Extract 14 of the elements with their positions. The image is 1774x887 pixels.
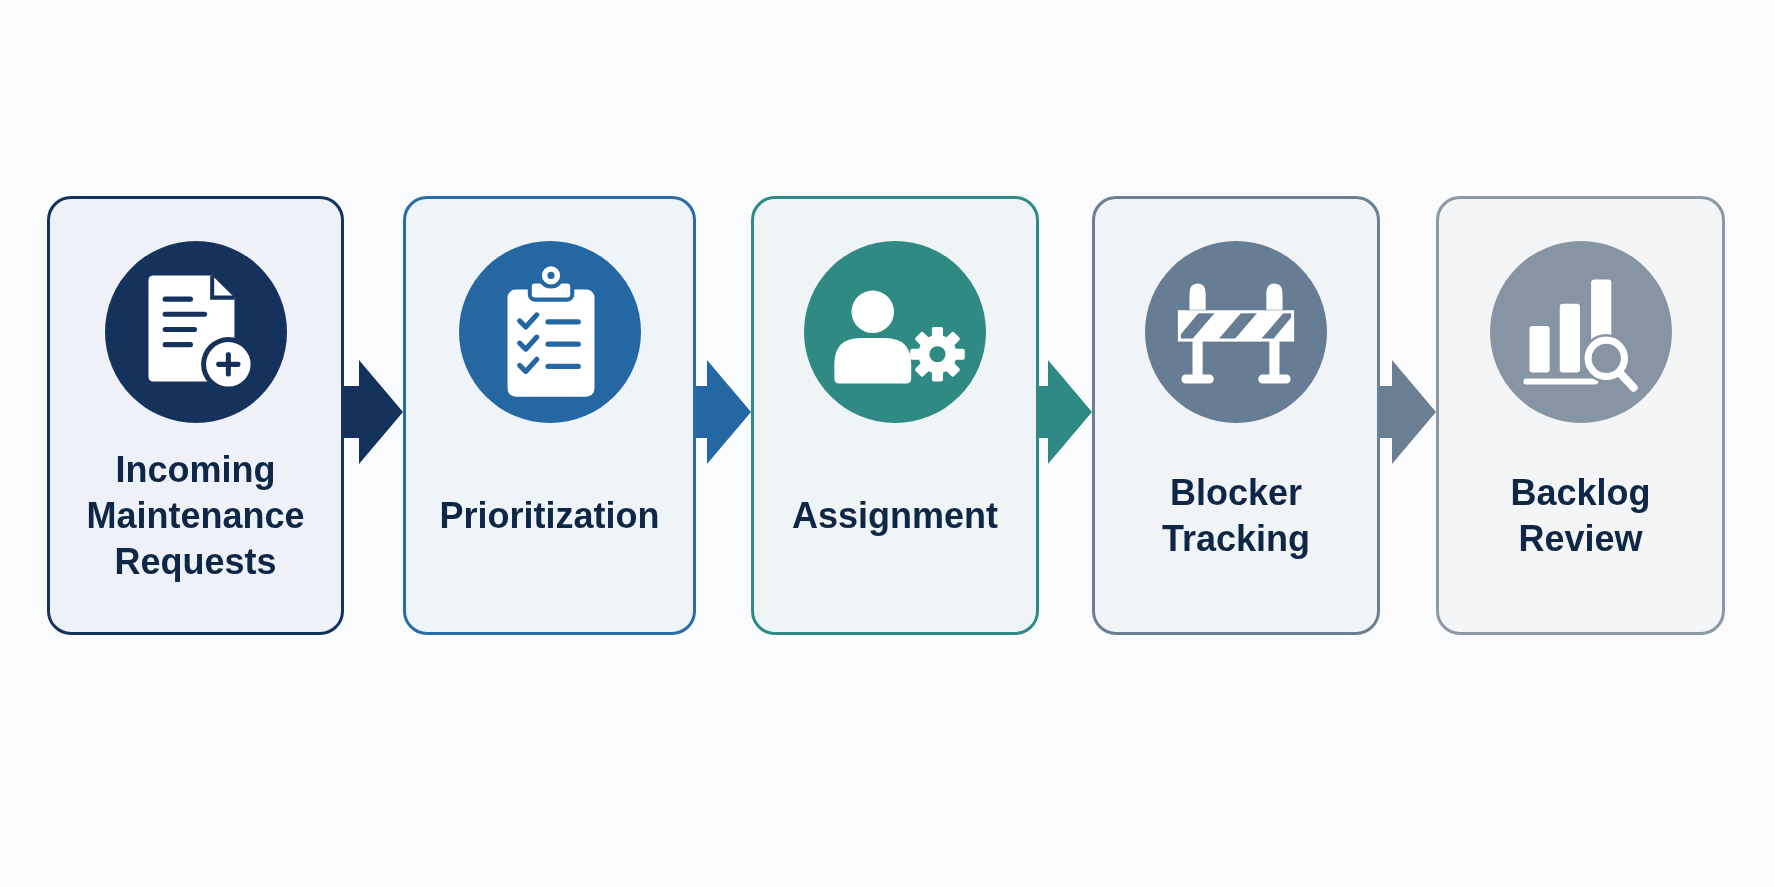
step-label: Prioritization (439, 494, 660, 538)
step-label: Blocker Tracking (1160, 471, 1312, 561)
step-card (751, 196, 1039, 635)
step-label: Backlog Review (1509, 471, 1652, 561)
step-label: Assignment (791, 494, 998, 538)
step-card (47, 196, 344, 635)
block-arrow (1380, 360, 1436, 464)
step-label: Incoming Maintenance Requests (85, 448, 306, 584)
block-arrow (344, 360, 403, 464)
block-arrow (696, 360, 751, 464)
block-arrow (1039, 360, 1092, 464)
step-card (1436, 196, 1725, 635)
step-card (403, 196, 696, 635)
step-card (1092, 196, 1380, 635)
